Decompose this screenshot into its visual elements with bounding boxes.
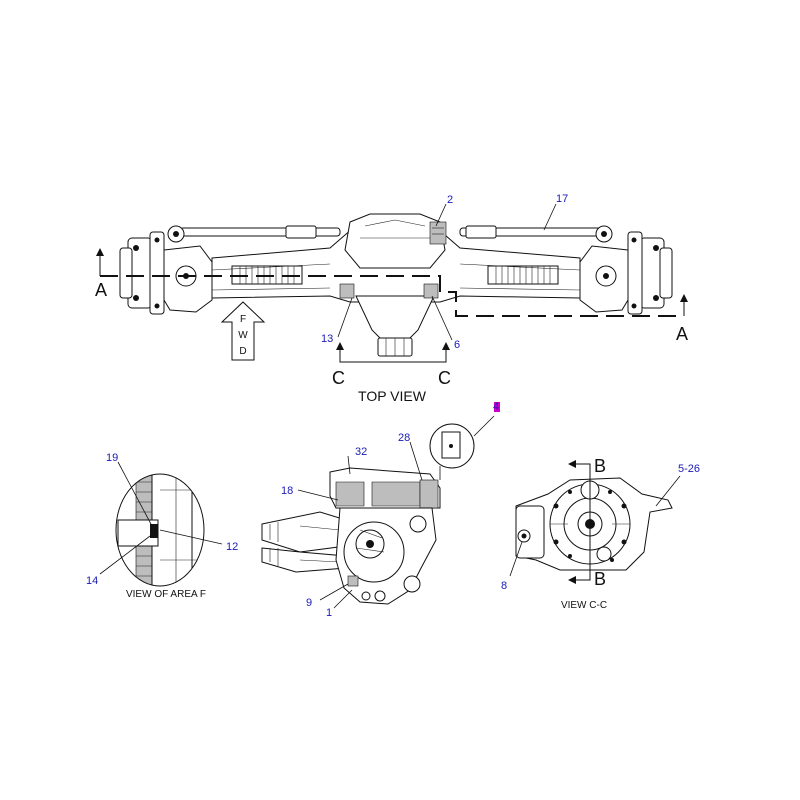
top-view-title: TOP VIEW [358,388,427,404]
callout-32[interactable]: 32 [355,446,367,458]
section-a-right-label: A [676,324,688,344]
section-b-top-label: B [594,456,606,476]
callout-12[interactable]: 12 [226,541,238,553]
section-b-bottom-label: B [594,569,606,589]
fwd-letter-w: W [238,330,248,341]
section-line-b: B B [568,456,606,589]
section-line-c: C C [332,342,451,388]
area-f-detail [115,473,205,587]
callout-8[interactable]: 8 [501,580,507,592]
callout-9[interactable]: 9 [306,597,312,609]
view-c-c-drawing [515,477,673,571]
view-area-f-caption: VIEW OF AREA F [126,589,206,600]
section-a-left-label: A [95,280,107,300]
callout-13[interactable]: 13 [321,333,333,345]
callout-5-26[interactable]: 5-26 [678,463,700,475]
callout-18[interactable]: 18 [281,485,293,497]
callout-2[interactable]: 2 [447,194,453,206]
callout-6[interactable]: 6 [454,339,460,351]
forward-arrow-icon: F W D [220,301,266,361]
callout-1[interactable]: 1 [326,607,332,619]
marker-icon [494,402,500,412]
section-c-left-label: C [332,368,345,388]
carrier-section-drawing [261,467,441,605]
section-line-a: A A [95,248,688,344]
fwd-letter-d: D [239,346,246,357]
callout-17[interactable]: 17 [556,193,568,205]
section-c-right-label: C [438,368,451,388]
callout-4[interactable]: 4 [493,401,499,413]
callout-14[interactable]: 14 [86,575,98,587]
callout-28[interactable]: 28 [398,432,410,444]
area-f-indicator [429,415,495,480]
view-c-c-caption: VIEW C-C [561,600,607,611]
callout-19[interactable]: 19 [106,452,118,464]
axle-assembly-drawing [119,213,673,357]
fwd-letter-f: F [240,314,246,325]
